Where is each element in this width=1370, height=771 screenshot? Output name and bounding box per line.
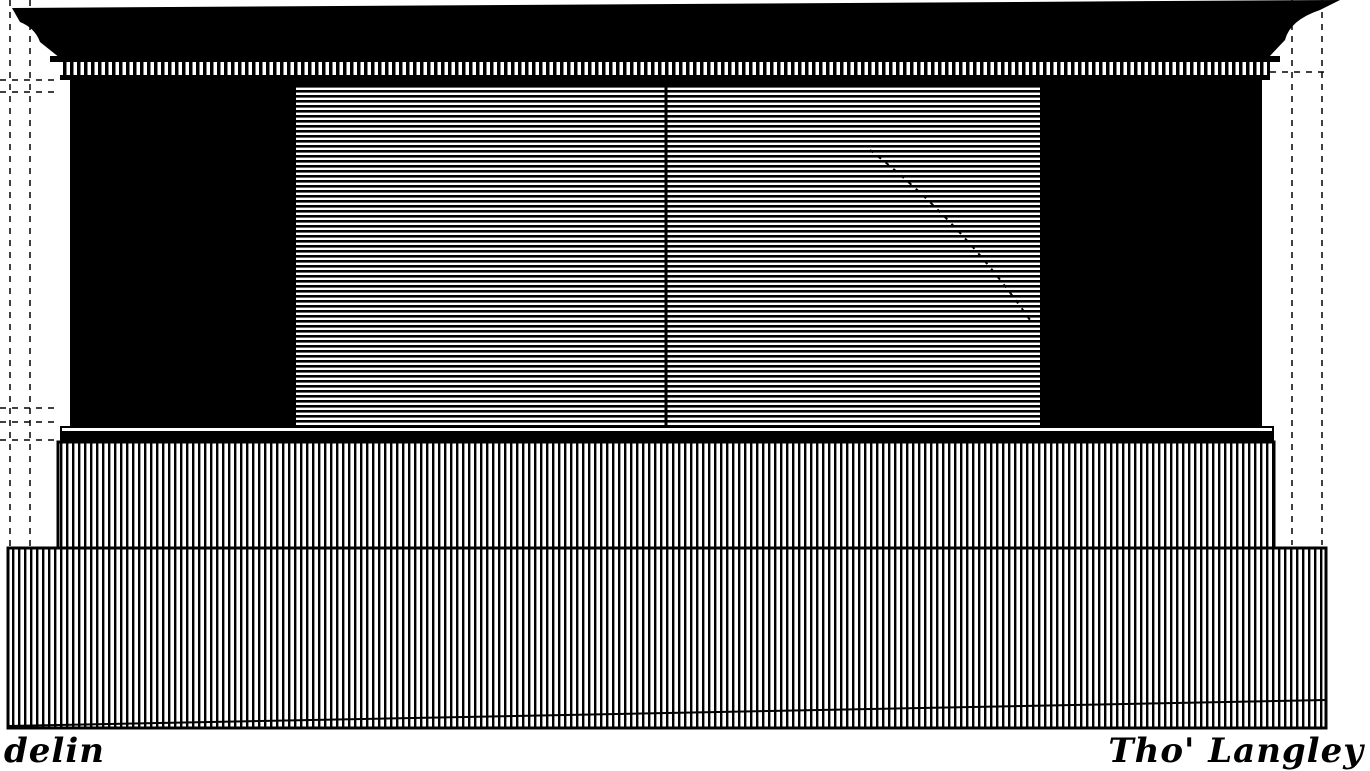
caption-delin: delin [4, 731, 105, 771]
upper-plinth [56, 440, 1276, 556]
lower-plinth [6, 546, 1328, 730]
caption-engraver: Tho' Langley [1108, 731, 1364, 771]
cornice [12, 0, 1340, 80]
construction-lines [0, 0, 1330, 550]
die [70, 80, 1262, 426]
